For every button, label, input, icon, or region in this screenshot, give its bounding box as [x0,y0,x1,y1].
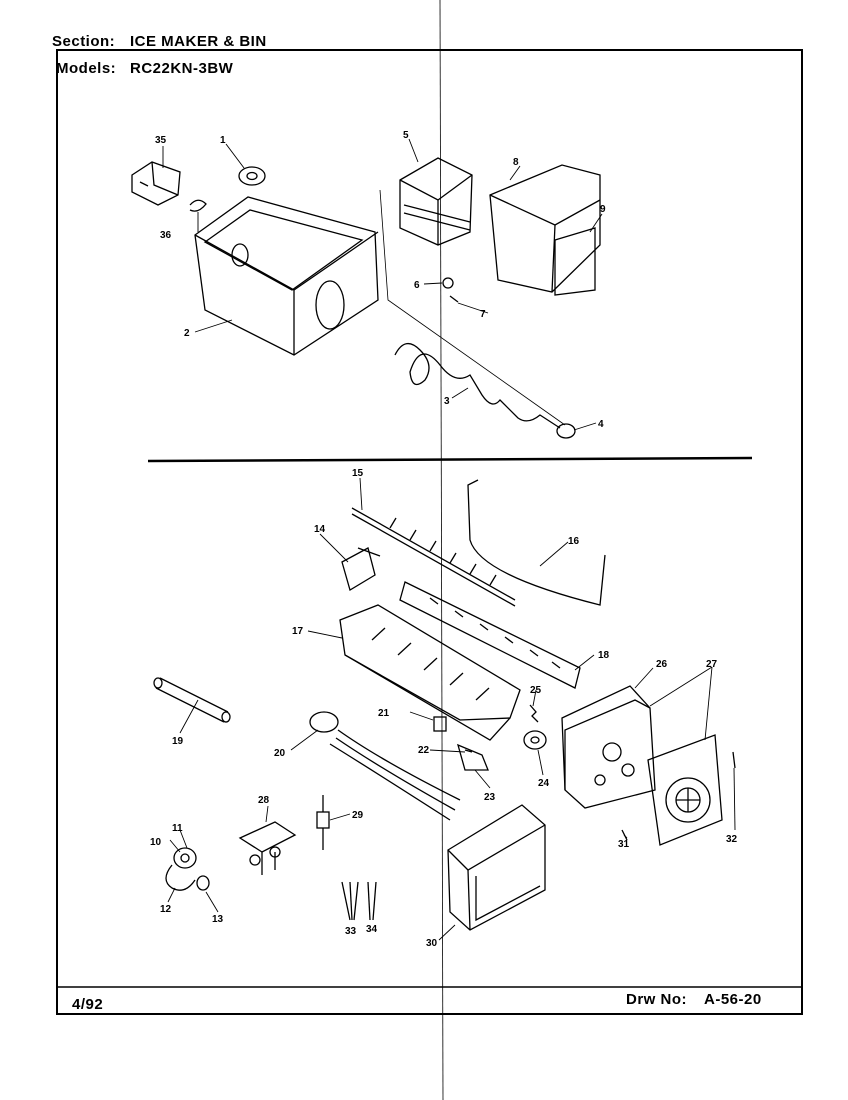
part-label-7: 7 [480,309,486,320]
part-label-34: 34 [366,924,378,935]
part-21-thermostat [433,716,447,732]
part-35-bracket [131,161,181,206]
diagram-frame [56,49,803,1015]
part-label-29: 29 [352,810,364,821]
part-27-motor-plate [647,734,723,846]
part-label-25: 25 [530,685,542,696]
part-2-ice-bin [194,196,379,356]
part-label-18: 18 [598,650,610,661]
section-value: ICE MAKER & BIN [130,33,267,50]
part-9-flap [554,227,596,296]
part-33-34-screws [341,881,377,921]
part-15-ejector [351,507,516,607]
part-28-water-valve [238,821,297,875]
part-label-6: 6 [414,280,420,291]
part-1-fitting [238,166,266,186]
part-label-21: 21 [378,708,390,719]
part-17-mold [339,604,521,741]
part-label-22: 22 [418,745,430,756]
models-label: Models: [56,60,117,77]
part-label-19: 19 [172,736,184,747]
part-label-2: 2 [184,328,190,339]
part-5-bin-front [399,157,473,246]
scan-artifact-line [439,0,444,1100]
part-label-13: 13 [212,914,224,925]
date-code: 4/92 [72,996,104,1013]
part-label-36: 36 [160,230,172,241]
part-label-15: 15 [352,468,364,479]
part-36-clip [189,199,207,212]
part-25-spring [529,704,539,723]
part-label-27: 27 [706,659,718,670]
part-label-32: 32 [726,834,738,845]
drawing-number-label: Drw No: [626,991,687,1008]
part-label-10: 10 [150,837,162,848]
part-32-screw [732,751,736,769]
part-6-screw [442,277,454,289]
part-label-9: 9 [600,204,606,215]
leader-lines [162,138,736,941]
part-12-lead [165,864,196,891]
section-label: Section: [52,33,116,50]
part-label-33: 33 [345,926,357,937]
section-divider [147,456,753,463]
part-19-heater-rod [153,677,231,723]
part-label-17: 17 [292,626,304,637]
part-label-31: 31 [618,839,630,850]
part-7-pin [449,295,459,303]
part-24-cam [523,730,547,750]
part-8-chute [489,164,601,293]
part-16-shutoff-arm [467,479,606,606]
part-22-clip [464,749,473,753]
part-label-3: 3 [444,396,450,407]
part-10-11-switch [173,847,197,869]
part-label-1: 1 [220,135,226,146]
part-18-stripper [399,581,581,689]
part-label-20: 20 [274,748,286,759]
part-label-23: 23 [484,792,496,803]
part-26-housing [561,685,656,809]
assembly-guide-line-upper [379,189,566,426]
part-label-4: 4 [598,419,604,430]
part-label-12: 12 [160,904,172,915]
part-label-26: 26 [656,659,668,670]
part-label-24: 24 [538,778,550,789]
models-value: RC22KN-3BW [130,60,234,77]
part-4-grommet [556,423,576,439]
part-label-35: 35 [155,135,167,146]
part-30-cover [447,804,546,931]
part-14-bracket [341,547,381,591]
part-20-wire-harness [309,711,461,821]
part-label-8: 8 [513,157,519,168]
part-label-16: 16 [568,536,580,547]
part-label-30: 30 [426,938,438,949]
part-label-11: 11 [172,823,183,834]
part-label-28: 28 [258,795,270,806]
part-label-5: 5 [403,130,409,141]
drawing-number: A-56-20 [704,991,762,1008]
part-23-bracket [457,743,489,771]
part-3-heater-wire [394,343,561,429]
part-label-14: 14 [314,524,326,535]
part-13-cap [196,875,210,891]
part-29-connector [316,795,330,850]
